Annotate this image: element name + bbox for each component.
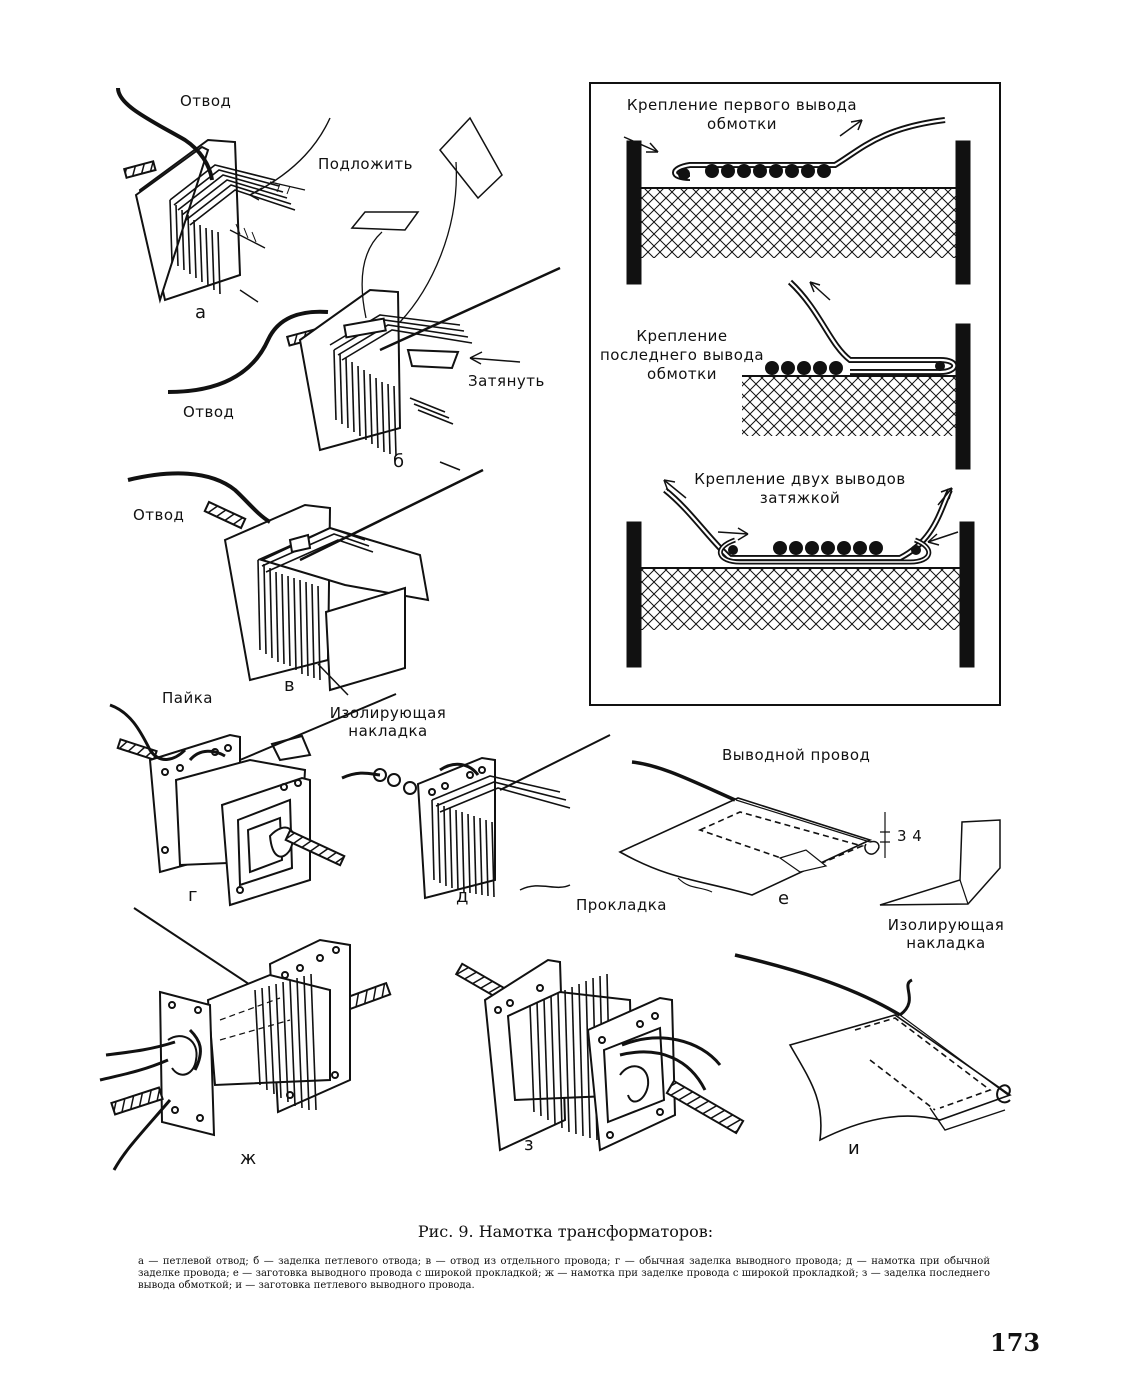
label-e-spacer: Прокладка (576, 896, 667, 914)
label-a-lead: Отвод (180, 92, 232, 110)
figure-legend: а — петлевой отвод; б — заделка петлевог… (138, 1256, 990, 1291)
drawing-a (116, 87, 331, 304)
letter-d: д (456, 886, 469, 907)
letter-zh: ж (240, 1148, 257, 1169)
letter-a: а (195, 302, 207, 323)
letter-v: в (284, 675, 295, 696)
label-v-lead: Отвод (133, 506, 185, 524)
inset-frame (589, 82, 1001, 706)
drawing-i (734, 953, 1012, 1142)
label-g-solder: Пайка (162, 689, 213, 707)
drawing-z (454, 958, 745, 1152)
label-b-lead: Отвод (183, 403, 235, 421)
label-a-underlay: Подложить (318, 155, 413, 173)
drawing-b (167, 116, 561, 471)
letter-z: з (524, 1134, 534, 1155)
page-number: 173 (990, 1328, 1041, 1357)
letter-i: и (848, 1138, 860, 1159)
label-e-overlay: Изолирующая накладка (887, 916, 1005, 952)
letter-g: г (188, 885, 198, 906)
label-b-tighten: Затянуть (468, 372, 545, 390)
inset-label-two-leads: Крепление двух выводов затяжкой (694, 470, 906, 507)
drawing-g (109, 693, 397, 907)
inset-label-last-lead: Крепление последнего вывода обмотки (599, 327, 765, 383)
drawing-d (341, 734, 611, 900)
figure-caption: Рис. 9. Намотка трансформаторов: (417, 1222, 714, 1241)
letter-b: б (393, 451, 405, 472)
inset-drawings (623, 117, 975, 668)
label-g-overlay: Изолирующая накладка (329, 704, 447, 740)
drawing-e (618, 760, 1001, 906)
label-e-lead-wire: Выводной провод (722, 746, 871, 764)
drawing-zh (99, 907, 392, 1171)
letter-e: е (778, 888, 790, 909)
label-e-dims: 3 4 (897, 827, 923, 845)
inset-label-first-lead: Крепление первого вывода обмотки (626, 96, 858, 133)
drawing-v (127, 468, 484, 696)
